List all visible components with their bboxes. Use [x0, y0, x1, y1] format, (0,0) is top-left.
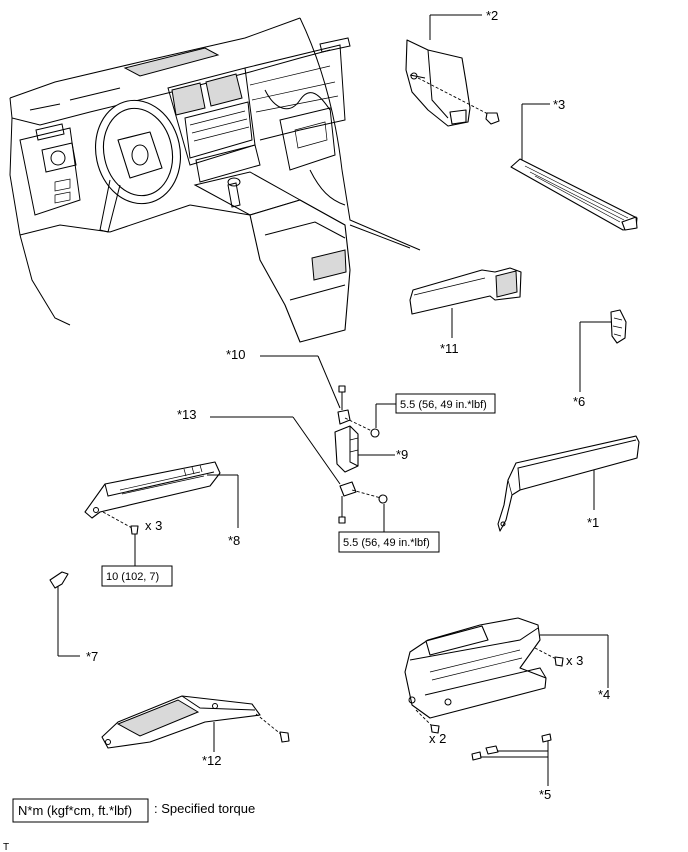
lower-cover-part	[101, 695, 290, 752]
callout-10: *10	[226, 347, 246, 362]
callout-5: *5	[539, 787, 551, 802]
quantity-label-8: x 3	[145, 518, 162, 533]
torque-upper-text: 5.5 (56, 49 in.*lbf)	[400, 399, 487, 411]
callout-9: *9	[396, 447, 408, 462]
callout-12: *12	[202, 753, 222, 768]
lower-instrument-panel-pad-part	[409, 267, 522, 338]
footer-mark: T	[3, 842, 9, 852]
torque-spec-upper: 5.5 (56, 49 in.*lbf)	[395, 393, 496, 414]
legend-box-text: N*m (kgf*cm, ft.*lbf)	[18, 803, 132, 818]
torque-lower-text: 5.5 (56, 49 in.*lbf)	[343, 537, 430, 549]
cowl-side-trim-part	[405, 14, 500, 127]
torque-spec-left: 10 (102, 7)	[101, 565, 173, 587]
torque-left-text: 10 (102, 7)	[106, 571, 159, 583]
quantity-labels: x 3 x 3 x 2	[145, 518, 583, 746]
quantity-label-4-top: x 3	[566, 653, 583, 668]
callout-11: *11	[440, 341, 459, 356]
callout-4: *4	[598, 687, 610, 702]
small-bracket-part	[579, 309, 627, 392]
quantity-label-4-bottom: x 2	[429, 731, 446, 746]
dashboard-overview-illustration	[9, 17, 421, 343]
clip-part	[49, 571, 80, 657]
callout-6: *6	[573, 394, 585, 409]
torque-spec-lower: 5.5 (56, 49 in.*lbf)	[338, 531, 440, 553]
callout-7: *7	[86, 649, 98, 664]
clips-part	[471, 733, 552, 786]
callout-13: *13	[177, 407, 197, 422]
instrument-side-panel-part	[497, 435, 640, 532]
callout-3: *3	[553, 97, 565, 112]
legend: N*m (kgf*cm, ft.*lbf) : Specified torque	[12, 798, 255, 823]
lower-panel-part	[84, 461, 239, 566]
callout-labels: *2 *3 *11 *6 *10 *13 *9 *1 *8 *7 *4 *12 …	[86, 8, 610, 802]
door-scuff-plate-part	[510, 103, 638, 231]
control-module-part	[210, 355, 396, 532]
callout-1: *1	[587, 515, 599, 530]
legend-description: : Specified torque	[154, 801, 255, 816]
callout-8: *8	[228, 533, 240, 548]
glove-box-part	[404, 617, 609, 734]
callout-2: *2	[486, 8, 498, 23]
